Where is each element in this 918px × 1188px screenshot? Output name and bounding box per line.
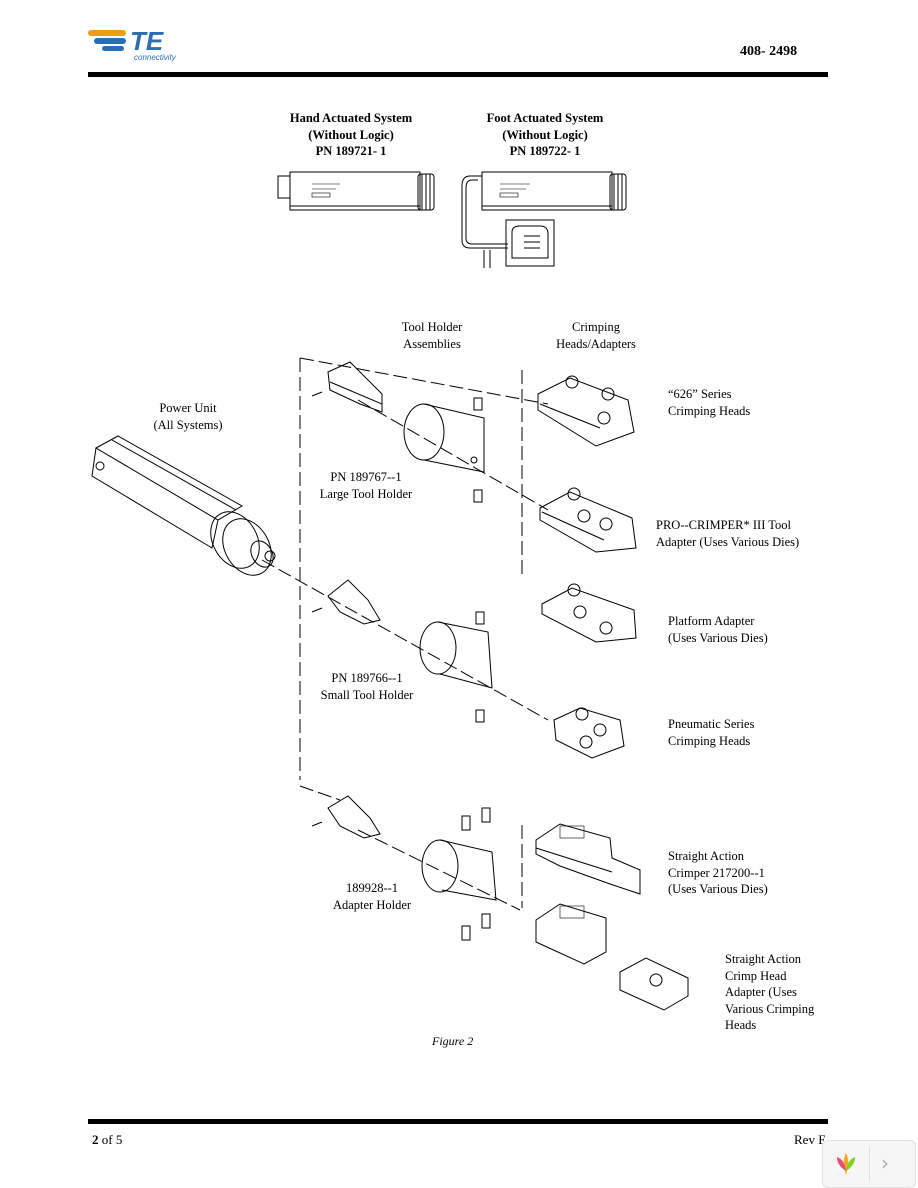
viewer-logo-icon[interactable] xyxy=(831,1149,861,1179)
logo-text: TE xyxy=(130,26,164,56)
large-tool-holder-drawing xyxy=(311,361,485,503)
head-label-straight-action-adapter: Straight Action Crimp Head Adapter (Uses… xyxy=(725,952,815,1032)
footer-rule xyxy=(88,1119,828,1124)
hand-actuated-system-label: Hand Actuated System (Without Logic) PN … xyxy=(289,111,413,158)
page-current: 2 xyxy=(92,1132,99,1147)
pneumatic-head-drawing xyxy=(553,707,625,759)
power-unit-label: Power Unit (All Systems) xyxy=(153,401,223,432)
viewer-nav-widget[interactable]: › xyxy=(822,1140,916,1188)
foot-actuated-system-label: Foot Actuated System (Without Logic) PN … xyxy=(486,111,604,158)
viewer-separator xyxy=(869,1147,870,1181)
small-tool-holder-label: PN 189766--1 Small Tool Holder xyxy=(320,671,414,702)
tool-holder-assemblies-header: Tool Holder Assemblies xyxy=(401,320,463,351)
platform-adapter-drawing xyxy=(541,583,637,643)
revision-label: Rev E xyxy=(794,1132,827,1147)
page-number: 2 of 5 xyxy=(92,1132,122,1148)
logo-subtext: connectivity xyxy=(134,53,177,62)
foot-actuated-unit-drawing xyxy=(461,171,627,268)
small-tool-holder-drawing xyxy=(311,579,493,723)
head-label-straight-action-crimper: Straight Action Crimper 217200--1 (Uses … xyxy=(668,849,768,896)
hand-actuated-unit-drawing xyxy=(277,171,435,211)
crimping-head-626-drawing xyxy=(537,375,635,447)
document-number: 408- 2498 xyxy=(740,44,798,59)
chevron-right-icon[interactable]: › xyxy=(881,1151,889,1175)
te-connectivity-logo: TE connectivity xyxy=(88,18,188,63)
pro-crimper-adapter-drawing xyxy=(539,487,637,553)
header-rule xyxy=(88,72,828,77)
adapter-holder-label: 189928--1 Adapter Holder xyxy=(332,881,412,912)
page-total: of 5 xyxy=(101,1132,123,1147)
head-label-626-series: “626” Series Crimping Heads xyxy=(668,387,751,418)
head-label-platform-adapter: Platform Adapter (Uses Various Dies) xyxy=(668,614,768,645)
crimping-heads-header: Crimping Heads/Adapters xyxy=(556,320,636,351)
figure-caption: Figure 2 xyxy=(432,1034,474,1048)
straight-action-crimper-drawing xyxy=(535,823,641,895)
large-tool-holder-label: PN 189767--1 Large Tool Holder xyxy=(319,470,413,501)
head-label-pro-crimper: PRO--CRIMPER* III Tool Adapter (Uses Var… xyxy=(656,518,800,549)
adapter-holder-drawing xyxy=(311,795,497,941)
head-label-pneumatic-series: Pneumatic Series Crimping Heads xyxy=(668,717,755,748)
straight-action-adapter-drawing xyxy=(535,903,689,1011)
power-unit-drawing xyxy=(91,435,276,576)
